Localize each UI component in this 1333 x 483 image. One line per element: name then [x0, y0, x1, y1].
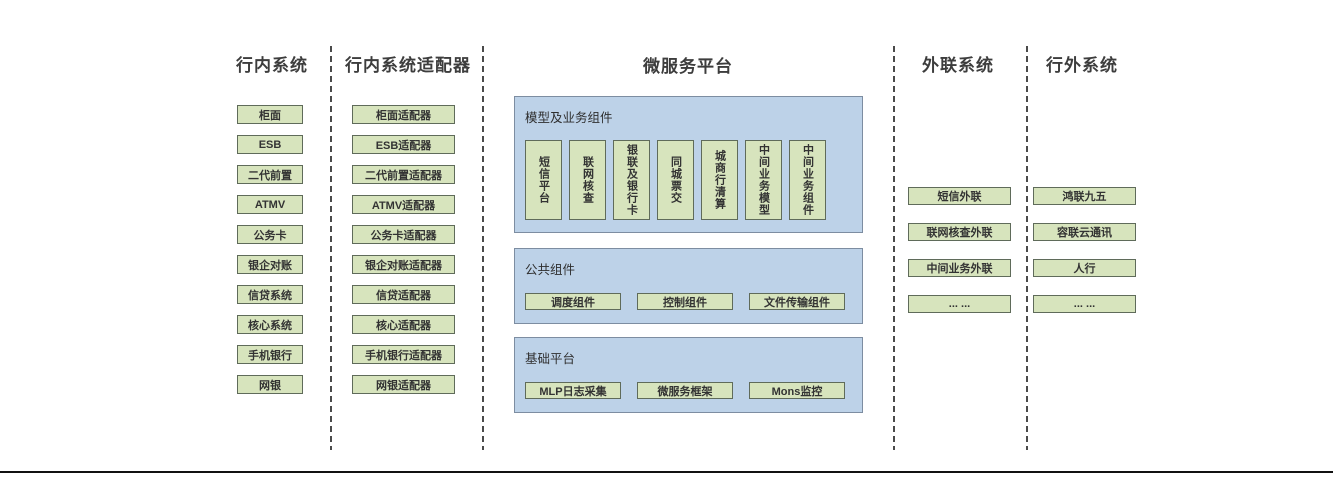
external-link-box: 短信外联 [908, 187, 1011, 205]
adapter-box: ATMV适配器 [352, 195, 455, 214]
component-box: 文件传输组件 [749, 293, 845, 310]
external-link-box: ... ... [908, 295, 1011, 313]
component-box-vertical: 联网核查 [569, 140, 606, 220]
header-internal-systems: 行内系统 [236, 56, 308, 75]
component-box-vertical: 中间业务组件 [789, 140, 826, 220]
model-business-components-list: 短信平台联网核查银联及银行卡同城票交城商行清算中间业务模型中间业务组件 [525, 140, 862, 220]
base-platform-list: MLP日志采集微服务框架 Mons监控 [525, 382, 862, 399]
system-box: 核心系统 [237, 315, 303, 334]
system-box: 手机银行 [237, 345, 303, 364]
adapter-box: ESB适配器 [352, 135, 455, 154]
panel-title: 基础平台 [525, 352, 576, 366]
adapter-box: 网银适配器 [352, 375, 455, 394]
outside-system-box: 容联云通讯 [1033, 223, 1136, 241]
adapter-box: 公务卡适配器 [352, 225, 455, 244]
system-box: 二代前置 [237, 165, 303, 184]
header-internal-adapters: 行内系统适配器 [345, 56, 471, 75]
column-divider-2 [482, 46, 484, 450]
adapter-box: 二代前置适配器 [352, 165, 455, 184]
column-divider-1 [330, 46, 332, 450]
internal-systems-list: 柜面 ESB 二代前置 ATMV 公务卡银企对账信贷系统核心系统手机银行网银 [237, 105, 303, 394]
component-box-vertical: 同城票交 [657, 140, 694, 220]
component-box-vertical: 中间业务模型 [745, 140, 782, 220]
outside-system-box: ... ... [1033, 295, 1136, 313]
system-box: ATMV [237, 195, 303, 214]
external-link-box: 中间业务外联 [908, 259, 1011, 277]
panel-base-platform: 基础平台 MLP日志采集微服务框架 Mons监控 [514, 337, 863, 413]
column-divider-3 [893, 46, 895, 450]
panel-title: 模型及业务组件 [525, 111, 613, 125]
component-box: MLP日志采集 [525, 382, 621, 399]
outside-system-box: 人行 [1033, 259, 1136, 277]
header-outside-systems: 行外系统 [1046, 56, 1118, 75]
system-box: 网银 [237, 375, 303, 394]
component-box-vertical: 城商行清算 [701, 140, 738, 220]
component-box: 调度组件 [525, 293, 621, 310]
component-box: 控制组件 [637, 293, 733, 310]
column-divider-4 [1026, 46, 1028, 450]
system-box: 公务卡 [237, 225, 303, 244]
system-box: ESB [237, 135, 303, 154]
component-box-vertical: 银联及银行卡 [613, 140, 650, 220]
external-link-box: 联网核查外联 [908, 223, 1011, 241]
common-components-list: 调度组件控制组件文件传输组件 [525, 293, 862, 310]
bottom-rule [0, 471, 1333, 473]
panel-common-components: 公共组件 调度组件控制组件文件传输组件 [514, 248, 863, 324]
system-box: 柜面 [237, 105, 303, 124]
component-box-vertical: 短信平台 [525, 140, 562, 220]
external-link-systems-list: 短信外联联网核查外联中间业务外联 ... ... [908, 187, 1011, 313]
adapter-box: 信贷适配器 [352, 285, 455, 304]
component-box: Mons监控 [749, 382, 845, 399]
adapter-box: 核心适配器 [352, 315, 455, 334]
outside-system-box: 鸿联九五 [1033, 187, 1136, 205]
header-microservice-platform: 微服务平台 [643, 57, 733, 76]
component-box: 微服务框架 [637, 382, 733, 399]
panel-model-business-components: 模型及业务组件 短信平台联网核查银联及银行卡同城票交城商行清算中间业务模型中间业… [514, 96, 863, 233]
internal-adapters-list: 柜面适配器 ESB适配器二代前置适配器 ATMV适配器公务卡适配器银企对账适配器信贷… [352, 105, 455, 394]
panel-title: 公共组件 [525, 263, 576, 277]
outside-systems-list: 鸿联九五容联云通讯人行 ... ... [1033, 187, 1136, 313]
header-external-link-systems: 外联系统 [922, 56, 994, 75]
system-box: 信贷系统 [237, 285, 303, 304]
system-box: 银企对账 [237, 255, 303, 274]
adapter-box: 银企对账适配器 [352, 255, 455, 274]
adapter-box: 柜面适配器 [352, 105, 455, 124]
adapter-box: 手机银行适配器 [352, 345, 455, 364]
